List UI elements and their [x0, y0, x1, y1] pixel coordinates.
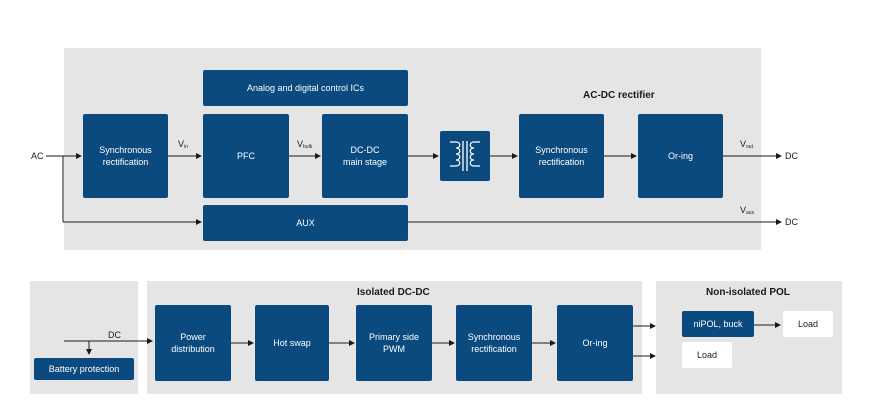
hot-swap-block: Hot swap: [255, 305, 329, 381]
ac-input-label: AC: [31, 151, 44, 161]
oring-iso-block: Or-ing: [557, 305, 633, 381]
dcdc-main-stage-block: DC-DC main stage: [322, 114, 408, 198]
nipol-buck-block: niPOL, buck: [682, 311, 754, 337]
non-isolated-pol-panel: [656, 281, 842, 394]
vbulk-label: Vbulk: [297, 139, 313, 150]
transformer-icon: [450, 141, 480, 171]
ac-dc-rectifier-title: AC-DC rectifier: [583, 90, 655, 101]
oring-top-block: Or-ing: [638, 114, 723, 198]
power-distribution-block: Power distribution: [155, 305, 231, 381]
sync-rect-iso-block: Synchronous rectification: [456, 305, 532, 381]
sync-rect-input-block: Synchronous rectification: [83, 114, 168, 198]
primary-side-pwm-block: Primary side PWM: [356, 305, 432, 381]
battery-protection-block: Battery protection: [34, 358, 134, 380]
transformer-block: [440, 131, 490, 181]
isolated-dcdc-title: Isolated DC-DC: [357, 287, 430, 298]
vaux-label: Vaux: [740, 205, 755, 216]
dc-bus-label: DC: [108, 330, 121, 340]
pfc-block: PFC: [203, 114, 289, 198]
vout-label: Vout: [740, 139, 753, 150]
load-block-1: Load: [783, 311, 833, 337]
dc-output-label: DC: [785, 151, 798, 161]
non-isolated-pol-title: Non-isolated POL: [706, 287, 790, 298]
dc-aux-output-label: DC: [785, 217, 798, 227]
sync-rect-output-block: Synchronous rectification: [519, 114, 604, 198]
load-block-2: Load: [682, 342, 732, 368]
aux-block: AUX: [203, 205, 408, 241]
vin-label: Vin: [178, 139, 188, 150]
control-ics-block: Analog and digital control ICs: [203, 70, 408, 106]
